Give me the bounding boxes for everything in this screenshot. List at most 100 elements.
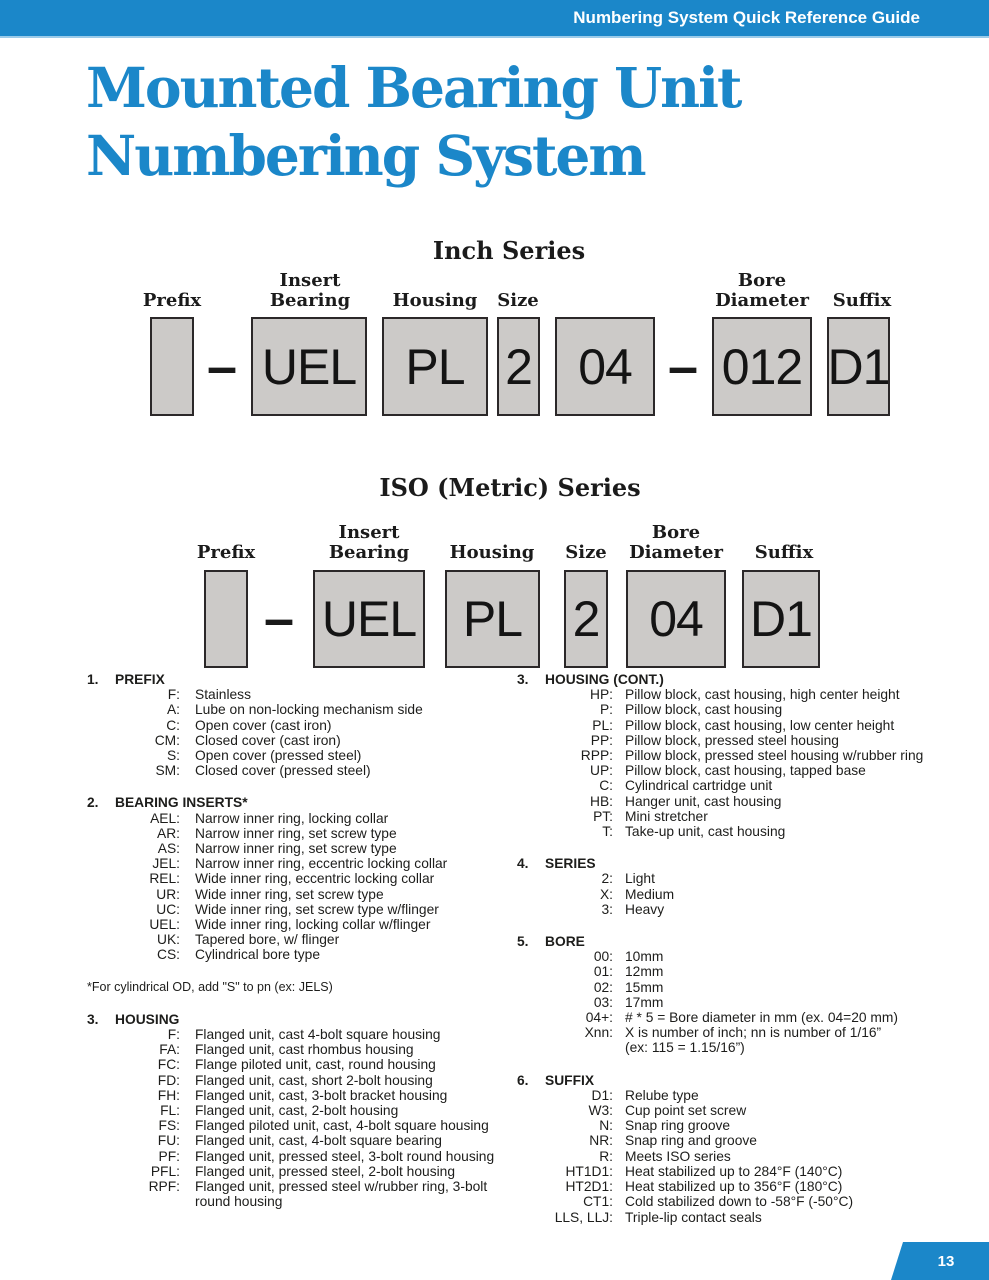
term: 3: <box>601 901 613 917</box>
definition: Narrow inner ring, set screw type <box>195 841 397 857</box>
list-item: 00: 10mm <box>517 949 979 964</box>
section-prefix: 1. PREFIX F: Stainless A: Lube on non-lo… <box>87 672 507 778</box>
term: FD: <box>157 1072 180 1088</box>
iso-box-suffix: D1 <box>742 570 820 668</box>
list-item: FD: Flanged unit, cast, short 2-bolt hou… <box>87 1073 507 1088</box>
section-title: HOUSING (CONT.) <box>545 672 664 687</box>
term: F: <box>167 1027 180 1043</box>
term: W3: <box>588 1103 613 1119</box>
term: UC: <box>156 901 180 917</box>
definition: Flanged piloted unit, cast, 4-bolt squar… <box>195 1118 489 1134</box>
iso-box-bore-diameter: 04 <box>626 570 726 668</box>
term: A: <box>166 702 180 718</box>
definition: Flanged unit, cast 4-bolt square housing <box>195 1027 441 1043</box>
header-title: Numbering System Quick Reference Guide <box>573 8 920 27</box>
iso-label-prefix: Prefix <box>196 542 256 563</box>
term: SM: <box>155 763 180 779</box>
list-item: CT1: Cold stabilized down to -58°F (-50°… <box>517 1194 979 1209</box>
section-heading: 5. BORE <box>517 934 979 949</box>
term: HB: <box>590 793 613 809</box>
inch-label-bore-diameter: Bore Diameter <box>715 270 809 311</box>
iso-box-housing: PL <box>445 570 540 668</box>
list-item: CS: Cylindrical bore type <box>87 947 507 962</box>
iso-box-prefix <box>204 570 248 668</box>
definition: Wide inner ring, set screw type w/flinge… <box>195 901 439 917</box>
definition: Narrow inner ring, set screw type <box>195 825 397 841</box>
definitions-column-left: 1. PREFIX F: Stainless A: Lube on non-lo… <box>87 672 507 1210</box>
list-item: 01: 12mm <box>517 964 979 979</box>
definition: Stainless <box>195 687 251 703</box>
definition: 17mm <box>625 994 664 1010</box>
definition: # * 5 = Bore diameter in mm (ex. 04=20 m… <box>625 1010 898 1026</box>
term: T: <box>602 824 613 840</box>
term: REL: <box>149 871 180 887</box>
page-title-line2: Numbering System <box>86 123 647 188</box>
list-item: PFL: Flanged unit, pressed steel, 2-bolt… <box>87 1164 507 1179</box>
term: AEL: <box>150 810 180 826</box>
list-item: S: Open cover (pressed steel) <box>87 748 507 763</box>
term: HP: <box>590 687 613 703</box>
list-item: HT2D1: Heat stabilized up to 356°F (180°… <box>517 1179 979 1194</box>
definition: Cylindrical bore type <box>195 947 320 963</box>
term: PF: <box>158 1148 180 1164</box>
term: R: <box>599 1148 613 1164</box>
definition: Flanged unit, pressed steel, 3-bolt roun… <box>195 1148 495 1164</box>
section-title: SUFFIX <box>545 1072 595 1088</box>
list-item: UR: Wide inner ring, set screw type <box>87 887 507 902</box>
dash-separator-icon: – <box>667 336 699 397</box>
list-item: UK: Tapered bore, w/ flinger <box>87 932 507 947</box>
list-item: F: Flanged unit, cast 4-bolt square hous… <box>87 1027 507 1042</box>
inch-label-housing: Housing <box>392 290 478 311</box>
term: C: <box>599 778 613 794</box>
definition: Meets ISO series <box>625 1148 731 1164</box>
term: PT: <box>593 808 613 824</box>
definition: Heavy <box>625 901 665 917</box>
iso-box-insert-bearing: UEL <box>313 570 425 668</box>
list-item: PP: Pillow block, pressed steel housing <box>517 733 979 748</box>
list-item: AEL: Narrow inner ring, locking collar <box>87 811 507 826</box>
definition: Snap ring groove <box>625 1118 731 1134</box>
term: NR: <box>589 1133 613 1149</box>
inch-box-prefix <box>150 317 194 416</box>
dash-separator-icon: – <box>206 336 238 397</box>
header-bar: Numbering System Quick Reference Guide <box>0 0 989 38</box>
page-number-tab: 13 <box>891 1242 989 1280</box>
definition: Wide inner ring, set screw type <box>195 886 384 902</box>
section-number: 4. <box>517 856 529 872</box>
inch-label-insert-bearing: Insert Bearing <box>269 270 351 311</box>
iso-label-housing: Housing <box>449 542 535 563</box>
term: N: <box>599 1118 613 1134</box>
term: HT1D1: <box>565 1163 613 1179</box>
section-title: HOUSING <box>115 1011 180 1027</box>
section-heading: 3. HOUSING <box>87 1012 507 1027</box>
list-item: A: Lube on non-locking mechanism side <box>87 702 507 717</box>
definition: Pillow block, pressed steel housing <box>625 732 839 748</box>
section-title: SERIES <box>545 856 596 872</box>
definition: Narrow inner ring, eccentric locking col… <box>195 856 448 872</box>
definition: Mini stretcher <box>625 808 708 824</box>
entry-list: 00: 10mm 01: 12mm 02: 15mm 03: <box>517 949 979 1055</box>
definition: Pillow block, cast housing, high center … <box>625 687 900 703</box>
term: CT1: <box>583 1194 613 1210</box>
list-item: R: Meets ISO series <box>517 1149 979 1164</box>
section-title: PREFIX <box>115 672 165 687</box>
inch-series-title: Inch Series <box>432 236 586 265</box>
list-item: FC: Flange piloted unit, cast, round hou… <box>87 1057 507 1072</box>
entry-list: AEL: Narrow inner ring, locking collar A… <box>87 811 507 963</box>
page-title: Mounted Bearing Unit Numbering System <box>86 54 742 190</box>
term: AR: <box>157 825 180 841</box>
section-heading: 3. HOUSING (CONT.) <box>517 672 979 687</box>
definition: Flanged unit, cast, 3-bolt bracket housi… <box>195 1087 448 1103</box>
entry-list: F: Flanged unit, cast 4-bolt square hous… <box>87 1027 507 1209</box>
entry-list: F: Stainless A: Lube on non-locking mech… <box>87 687 507 778</box>
term: FA: <box>159 1042 180 1058</box>
list-item: C: Open cover (cast iron) <box>87 718 507 733</box>
term: HT2D1: <box>565 1179 613 1195</box>
section-heading: 2. BEARING INSERTS* <box>87 795 507 810</box>
term: C: <box>166 717 180 733</box>
definition: X is number of inch; nn is number of 1/1… <box>625 1025 882 1056</box>
list-item: REL: Wide inner ring, eccentric locking … <box>87 871 507 886</box>
term: PFL: <box>150 1163 180 1179</box>
term: RPF: <box>148 1179 180 1195</box>
